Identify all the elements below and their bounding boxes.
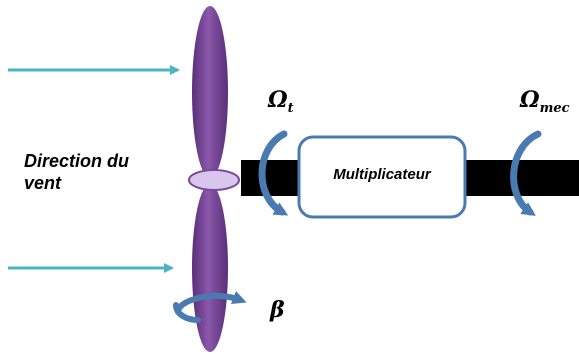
blade-bottom [192, 184, 228, 352]
omega-t-label: Ωt [268, 88, 294, 121]
wind-direction-label: Direction du vent [24, 151, 130, 193]
gearbox-box [297, 135, 467, 219]
omega-mec-subscript: mec [539, 101, 570, 116]
hub [188, 169, 240, 191]
omega-mec-symbol: Ω [520, 87, 540, 113]
rotation-arrow-omega-t [258, 130, 289, 216]
shaft-right [464, 160, 579, 196]
pitch-arrow-beta-left [173, 302, 201, 323]
blade-top [192, 6, 228, 178]
omega-mec-label: Ωmec [520, 88, 570, 121]
shaft-left [241, 160, 299, 196]
gearbox-label: Multiplicateur [333, 166, 431, 183]
rotation-arrow-omega-mec [510, 130, 542, 216]
omega-t-subscript: t [287, 101, 294, 116]
beta-label: β [270, 297, 285, 323]
omega-t-symbol: Ω [268, 87, 288, 113]
